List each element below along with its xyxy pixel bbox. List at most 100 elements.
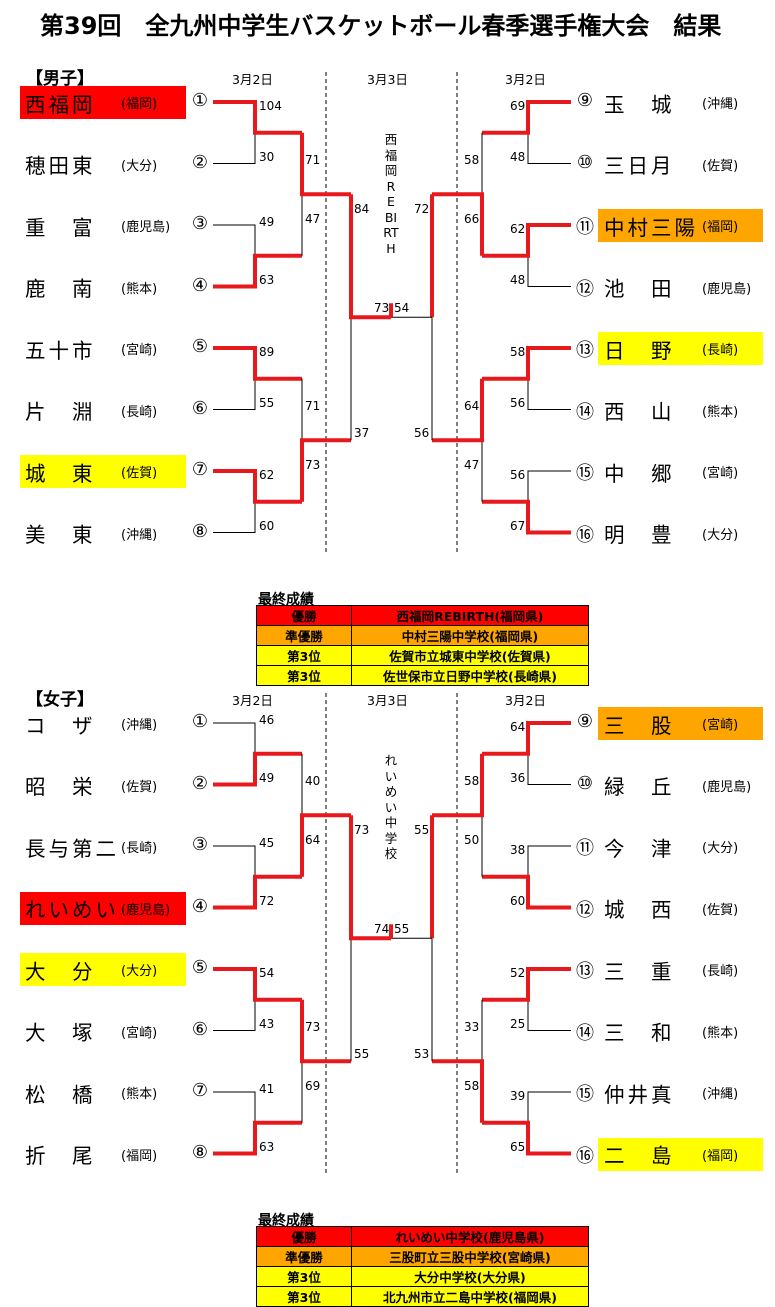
boys-l2-winner-1 <box>300 438 351 502</box>
girls-r2-winner-1 <box>432 1059 484 1123</box>
girls-score-final-right: 55 <box>394 922 410 937</box>
boys-r1-winner-3 <box>482 499 571 535</box>
team-prefecture: (福岡) <box>121 1148 158 1164</box>
girls-score-right-semi-2: 53 <box>414 1047 430 1062</box>
girls-r2-winner-0 <box>432 753 484 818</box>
girls-l1-loser-1 <box>213 845 256 877</box>
team-prefecture: (大分) <box>121 158 158 174</box>
girls-team-left-8: 折 尾(福岡) <box>20 1138 186 1171</box>
boys-score-right-r2-1: 58 <box>464 152 480 167</box>
team-prefecture: (沖縄) <box>702 1087 739 1102</box>
girls-date-center: 3月3日 <box>367 693 408 708</box>
team-name: 中 郷 <box>604 461 675 486</box>
girls-score-left-r2-1: 40 <box>305 773 321 788</box>
girls-score-right-r2-1: 58 <box>464 773 480 788</box>
team-prefecture: (佐賀) <box>702 902 739 918</box>
results-row: 準優勝三股町立三股中学校(宮崎県) <box>256 1246 589 1267</box>
girls-team-right-7: 仲井真(沖縄) <box>598 1076 763 1109</box>
girls-score-left-r1-8: 63 <box>259 1139 275 1154</box>
boys-seed-right-3: ⑪ <box>576 217 594 238</box>
results-team: 佐賀市立城東中学校(佐賀県) <box>351 645 589 666</box>
girls-team-right-1: 三 股(宮崎) <box>598 707 763 740</box>
results-rank: 第3位 <box>256 1266 352 1287</box>
team-name: 昭 栄 <box>25 775 96 799</box>
boys-score-right-r1-1: 69 <box>510 99 526 113</box>
boys-l1-loser-2 <box>213 378 256 410</box>
girls-seed-right-1: ⑨ <box>576 711 594 732</box>
boys-score-right-r1-4: 48 <box>510 272 526 287</box>
team-prefecture: (福岡) <box>121 97 158 112</box>
boys-team-left-7: 城 東 (佐賀) <box>20 455 186 488</box>
boys-score-left-r1-4: 63 <box>259 272 275 287</box>
results-team: 大分中学校(大分県) <box>351 1266 589 1287</box>
girls-seed-right-3: ⑪ <box>576 838 594 859</box>
boys-score-left-r1-3: 49 <box>259 215 275 229</box>
boys-seed-left-7: ⑦ <box>191 459 209 480</box>
girls-date-right: 3月2日 <box>505 693 546 708</box>
boys-seed-left-8: ⑧ <box>191 520 209 542</box>
boys-semi-left-winner <box>349 194 391 320</box>
team-name: 長与第二 <box>25 836 119 861</box>
girls-score-right-r1-4: 60 <box>510 893 526 908</box>
team-name: コ ザ <box>25 713 96 738</box>
results-rank: 第3位 <box>256 665 352 686</box>
team-name: 緑 丘 <box>604 775 675 799</box>
results-team: 北九州市立二島中学校(福岡県) <box>351 1286 589 1307</box>
boys-r1-loser-3 <box>527 470 571 502</box>
girls-l2-winner-1 <box>300 999 351 1064</box>
girls-score-left-r2-2: 64 <box>305 832 321 847</box>
team-prefecture: (熊本) <box>702 1025 739 1041</box>
boys-score-left-r2-3: 71 <box>305 398 321 413</box>
team-prefecture: (佐賀) <box>121 466 158 481</box>
boys-seed-right-5: ⑬ <box>576 340 594 361</box>
girls-seed-right-8: ⑯ <box>576 1145 594 1167</box>
boys-r1-loser-0 <box>527 132 571 164</box>
girls-section-label: 【女子】 <box>26 690 94 710</box>
girls-team-left-2: 昭 栄(佐賀) <box>20 769 186 802</box>
results-rank: 第3位 <box>256 645 352 666</box>
girls-seed-right-7: ⑮ <box>576 1084 594 1105</box>
girls-team-right-8: 二 島(福岡) <box>598 1137 763 1171</box>
boys-score-right-r1-3: 62 <box>510 222 526 236</box>
girls-results-title: 最終成績 <box>258 1213 314 1229</box>
girls-score-right-r1-5: 52 <box>510 966 526 980</box>
boys-team-right-1: 玉 城(沖縄) <box>598 86 763 119</box>
results-team: れいめい中学校(鹿児島県) <box>351 1226 589 1247</box>
girls-score-left-semi-1: 73 <box>354 823 370 838</box>
team-name: 今 津 <box>604 836 675 861</box>
boys-champion-vertical: 西福岡REBIRTH <box>383 132 399 256</box>
team-prefecture: (宮崎) <box>702 466 739 481</box>
team-name: 大 分 <box>25 959 96 984</box>
boys-l2-winner-0 <box>300 132 351 197</box>
girls-score-right-r2-2: 50 <box>464 832 480 847</box>
results-row: 優勝西福岡REBIRTH(福岡県) <box>256 605 589 626</box>
boys-date-center: 3月3日 <box>367 72 408 87</box>
girls-score-left-r1-2: 49 <box>259 770 275 785</box>
team-prefecture: (鹿児島) <box>121 902 171 918</box>
girls-score-final-left: 74 <box>374 922 390 937</box>
team-prefecture: (宮崎) <box>702 718 739 733</box>
team-name: 重 富 <box>25 215 96 240</box>
team-name: 西福岡 <box>25 92 96 117</box>
boys-score-left-r1-2: 30 <box>259 149 275 164</box>
boys-section-label: 【男子】 <box>26 69 94 89</box>
boys-seed-left-5: ⑤ <box>191 336 209 357</box>
girls-team-right-2: 緑 丘(鹿児島) <box>598 769 763 802</box>
girls-team-left-7: 松 橋(熊本) <box>20 1076 186 1109</box>
girls-score-left-semi-2: 55 <box>354 1047 370 1062</box>
results-rank: 優勝 <box>256 1226 352 1247</box>
team-prefecture: (福岡) <box>702 220 739 235</box>
girls-r1-loser-2 <box>527 999 571 1031</box>
boys-team-left-3: 重 富(鹿児島) <box>20 209 186 242</box>
boys-score-left-semi-1: 84 <box>354 202 370 217</box>
team-name: 城 東 <box>25 461 96 486</box>
boys-seed-right-7: ⑮ <box>576 463 594 484</box>
girls-l1-winner-1 <box>213 874 302 910</box>
girls-r1-loser-1 <box>527 845 571 877</box>
boys-seed-left-6: ⑥ <box>191 397 209 419</box>
team-name: 明 豊 <box>604 523 675 547</box>
results-row: 第3位北九州市立二島中学校(福岡県) <box>256 1286 589 1307</box>
team-prefecture: (佐賀) <box>702 158 739 174</box>
team-prefecture: (大分) <box>702 841 739 856</box>
team-name: 三 重 <box>604 959 675 984</box>
